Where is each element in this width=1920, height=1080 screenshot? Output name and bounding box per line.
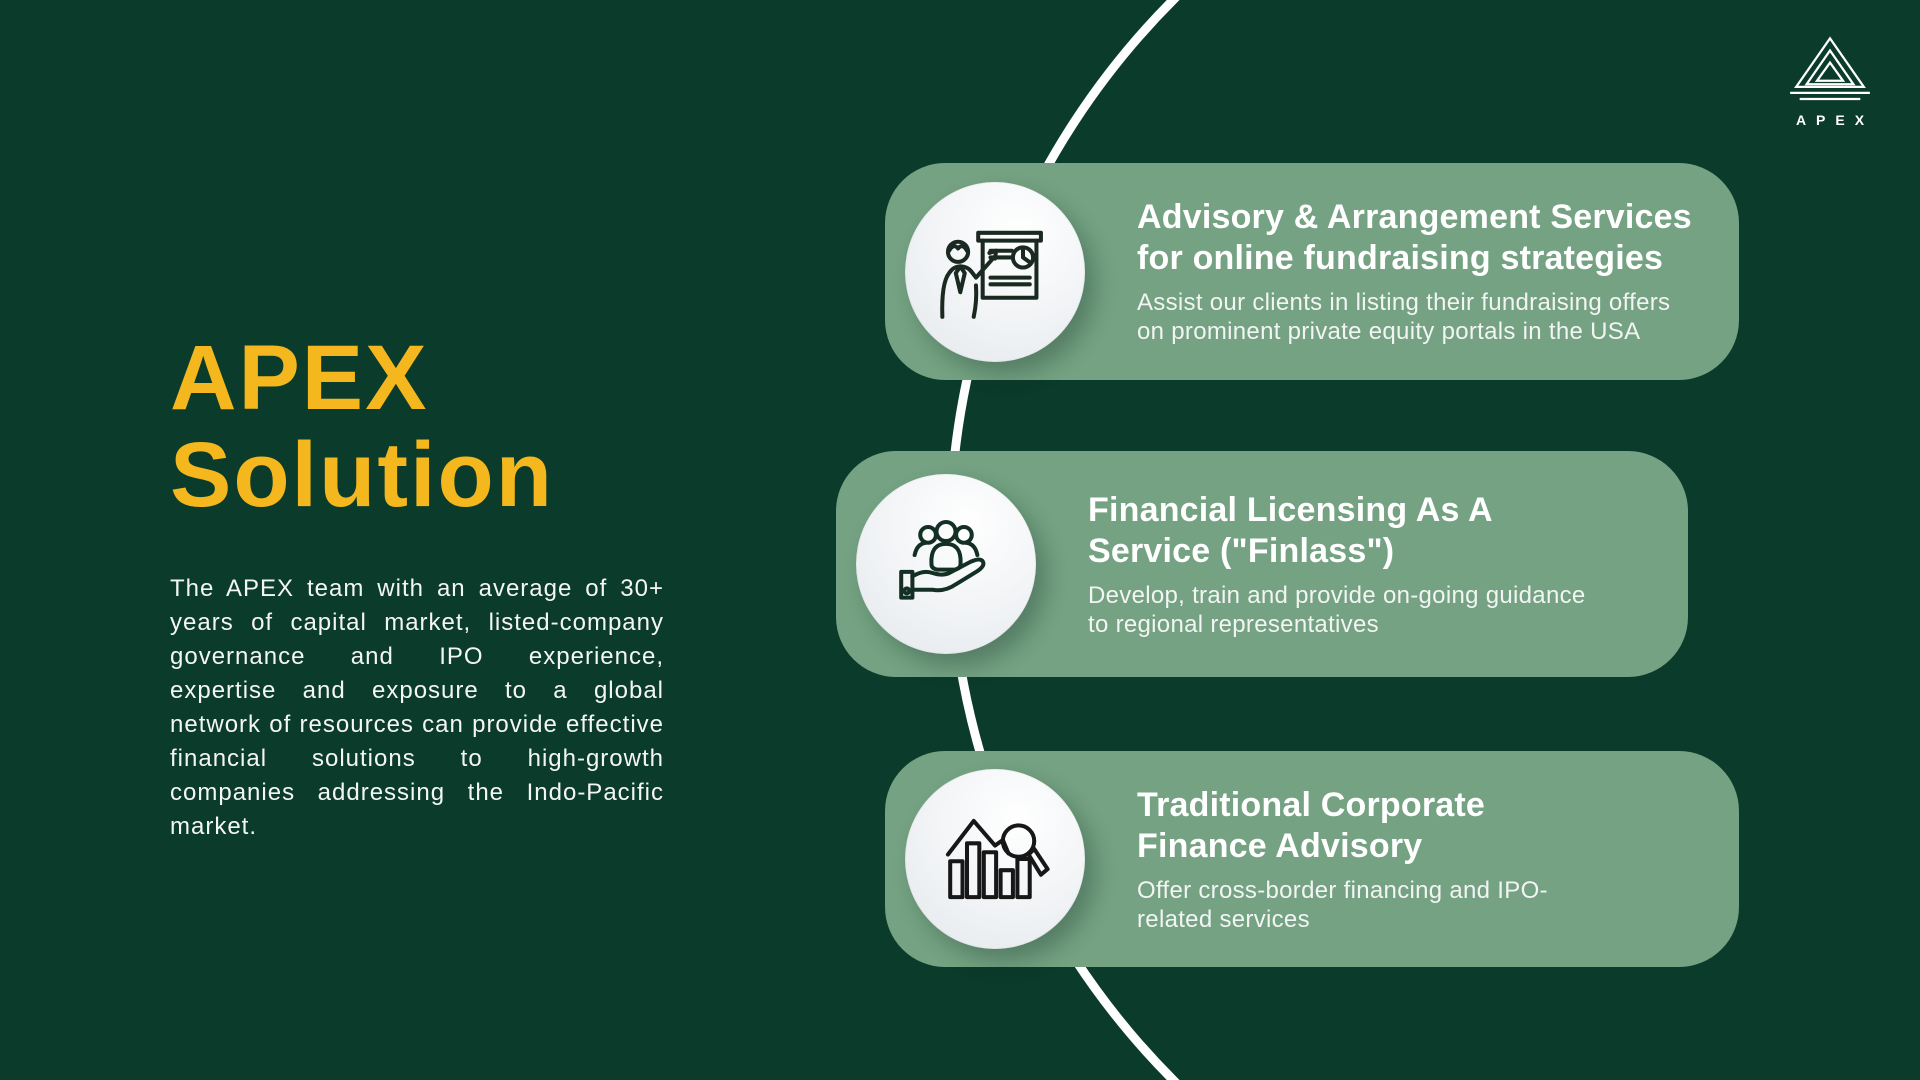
presenter-icon [940,230,1043,319]
intro-paragraph: The APEX team with an average of 30+ yea… [170,575,664,840]
icon-circle [856,474,1036,654]
icon-circle [905,769,1085,949]
card-title: Advisory & Arrangement Services for onli… [1137,198,1692,277]
card-description: Develop, train and provide on-going guid… [1088,581,1586,638]
card-title: Financial Licensing As A Service ("Finla… [1088,490,1493,570]
card-corporate-finance: Traditional Corporate Finance Advisory O… [885,751,1739,967]
apex-triangles-icon [1790,36,1870,101]
chart-magnifier-icon [945,818,1050,900]
apex-logo: APEX [1778,34,1882,128]
page-title-line2: Solution [170,423,554,526]
card-description: Assist our clients in listing their fund… [1137,289,1671,345]
card-title: Traditional Corporate Finance Advisory [1137,785,1486,865]
card-description: Offer cross-border financing and IPO- re… [1137,876,1548,933]
icon-circle [905,181,1085,362]
hand-people-icon [899,519,986,600]
card-advisory-services: Advisory & Arrangement Services for onli… [885,163,1739,380]
page-title-line1: APEX [170,326,429,429]
apex-logo-word: APEX [1795,111,1875,128]
card-financial-licensing: Financial Licensing As A Service ("Finla… [836,451,1688,677]
